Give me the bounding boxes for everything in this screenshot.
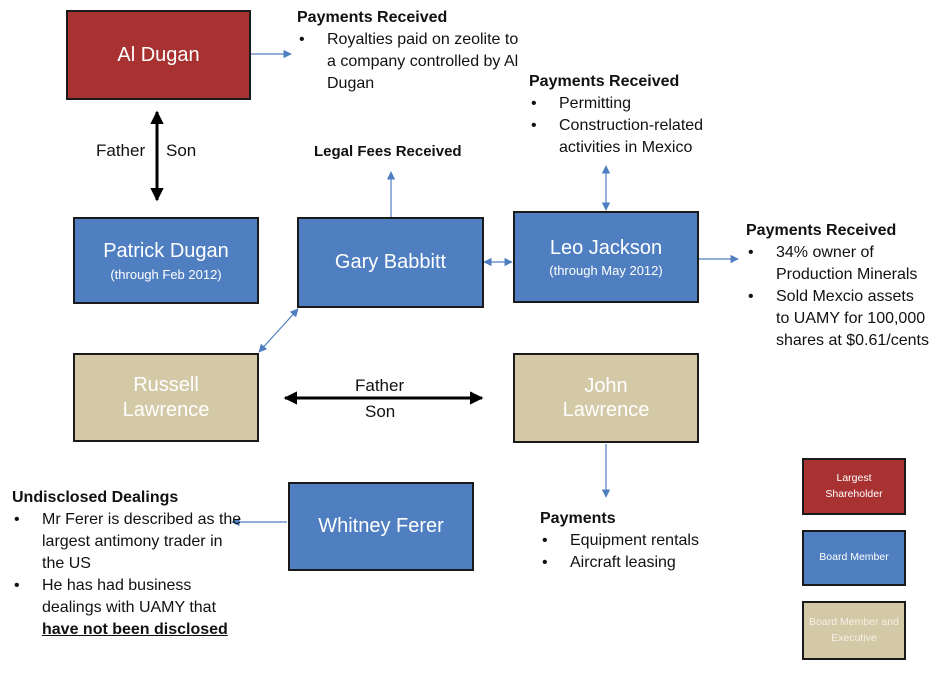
note-mexico-payments: Payments Received Permitting Constructio… [529, 71, 754, 159]
note-leo-jackson-heading: Payments Received [746, 222, 897, 239]
note-whitney-heading: Undisclosed Dealings [12, 489, 179, 506]
box-al-dugan-name: Al Dugan [117, 43, 200, 66]
box-gary-babbitt: Gary Babbitt [297, 217, 484, 308]
note-mexico-item: Construction-related activities in Mexic… [529, 115, 754, 159]
note-leo-jackson-item: 34% owner of Production Minerals [746, 242, 931, 286]
box-gary-babbitt-name: Gary Babbitt [334, 251, 447, 274]
note-whitney-undisclosed: Undisclosed Dealings Mr Ferer is describ… [12, 487, 242, 641]
legend-board-member-executive-label: Board Member and Executive [809, 616, 899, 644]
relation-dugan-son: Son [166, 141, 197, 160]
note-whitney-item-text: He has had business dealings with UAMY t… [42, 577, 217, 616]
note-john-lawrence-item: Aircraft leasing [540, 552, 760, 574]
box-john-lawrence-name: John Lawrence [562, 374, 650, 421]
relation-dugan-father: Father [96, 141, 146, 160]
note-john-lawrence-heading: Payments [540, 510, 616, 527]
box-al-dugan: Al Dugan [66, 10, 251, 100]
note-al-dugan-payments: Payments Received Royalties paid on zeol… [297, 7, 522, 95]
note-mexico-heading: Payments Received [529, 73, 680, 90]
box-patrick-dugan-note: (through Feb 2012) [110, 266, 222, 282]
note-al-dugan-heading: Payments Received [297, 9, 448, 26]
note-legal-fees-heading: Legal Fees Received [314, 143, 462, 160]
box-john-lawrence: John Lawrence [513, 353, 699, 443]
box-whitney-ferer-name: Whitney Ferer [318, 515, 444, 538]
relation-lawrence-son: Son [365, 402, 396, 421]
note-whitney-item: He has had business dealings with UAMY t… [12, 575, 242, 641]
note-leo-jackson-payments: Payments Received 34% owner of Productio… [746, 220, 931, 352]
box-leo-jackson: Leo Jackson (through May 2012) [513, 211, 699, 303]
box-russell-lawrence-name: Russell Lawrence [122, 374, 210, 421]
box-leo-jackson-note: (through May 2012) [549, 263, 663, 279]
note-leo-jackson-item: Sold Mexcio assets to UAMY for 100,000 s… [746, 286, 931, 352]
box-patrick-dugan-name: Patrick Dugan [103, 240, 229, 263]
box-patrick-dugan: Patrick Dugan (through Feb 2012) [73, 217, 259, 304]
note-mexico-item: Permitting [529, 93, 754, 115]
note-al-dugan-item: Royalties paid on zeolite to a company c… [297, 29, 522, 95]
legend-board-member: Board Member [802, 530, 906, 586]
legend-largest-shareholder: Largest Shareholder [802, 458, 906, 515]
box-russell-lawrence: Russell Lawrence [73, 353, 259, 442]
legend-board-member-executive: Board Member and Executive [802, 601, 906, 660]
relation-lawrence-father: Father [355, 376, 405, 395]
legend-board-member-label: Board Member [819, 551, 889, 564]
box-leo-jackson-name: Leo Jackson [549, 236, 663, 259]
note-whitney-item: Mr Ferer is described as the largest ant… [12, 509, 242, 575]
box-whitney-ferer: Whitney Ferer [288, 482, 474, 571]
legend-largest-shareholder-label: Largest Shareholder [825, 472, 883, 500]
note-whitney-item-emphasis: have not been disclosed [42, 621, 228, 638]
note-john-lawrence-payments: Payments Equipment rentals Aircraft leas… [540, 508, 760, 574]
connector-russell-gary [258, 308, 299, 353]
note-john-lawrence-item: Equipment rentals [540, 530, 760, 552]
